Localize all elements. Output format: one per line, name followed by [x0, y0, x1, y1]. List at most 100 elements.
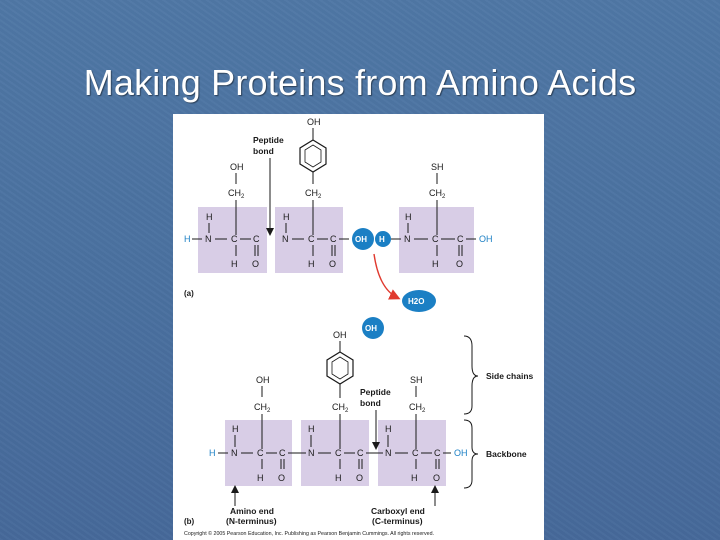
svg-text:N: N	[205, 234, 212, 244]
svg-text:N: N	[385, 448, 392, 458]
svg-text:H: H	[308, 424, 315, 434]
svg-text:C: C	[257, 448, 264, 458]
svg-text:Peptide: Peptide	[253, 135, 284, 145]
svg-text:C: C	[412, 448, 419, 458]
svg-text:C: C	[308, 234, 315, 244]
amino-end-label: Amino end (N-terminus)	[226, 506, 277, 526]
svg-text:H: H	[209, 448, 216, 458]
svg-text:H: H	[335, 473, 342, 483]
svg-text:N: N	[404, 234, 411, 244]
svg-text:H: H	[385, 424, 392, 434]
svg-text:OH: OH	[365, 324, 377, 333]
backbone-box-b3	[378, 420, 446, 486]
svg-text:H: H	[184, 234, 191, 244]
slide-title: Making Proteins from Amino Acids	[83, 62, 637, 103]
svg-text:SH: SH	[410, 375, 423, 385]
svg-text:H: H	[411, 473, 418, 483]
peptide-bond-label-b: Peptide bond	[360, 387, 391, 450]
svg-text:O: O	[433, 473, 440, 483]
svg-text:C: C	[231, 234, 238, 244]
svg-text:H: H	[379, 235, 385, 244]
svg-text:C: C	[330, 234, 337, 244]
condensation-arrow	[373, 253, 401, 300]
svg-text:bond: bond	[360, 398, 381, 408]
svg-text:H: H	[432, 259, 439, 269]
svg-text:CH: CH	[332, 402, 345, 412]
water-molecule	[402, 290, 436, 312]
svg-text:CH: CH	[305, 188, 318, 198]
oh-circle	[352, 228, 374, 250]
backbone-box-a2	[275, 207, 343, 273]
svg-text:H: H	[308, 259, 315, 269]
removed-groups: OH H	[352, 228, 391, 250]
svg-text:OH: OH	[230, 162, 244, 172]
svg-text:Side chains: Side chains	[486, 371, 534, 381]
svg-text:O: O	[278, 473, 285, 483]
svg-text:N: N	[231, 448, 238, 458]
svg-text:C: C	[279, 448, 286, 458]
part-b-label: (b)	[184, 517, 195, 526]
svg-text:H: H	[405, 212, 412, 222]
backbone-brace: Backbone	[463, 419, 527, 489]
svg-text:O: O	[456, 259, 463, 269]
backbone-box-a1	[198, 207, 267, 273]
svg-text:C: C	[457, 234, 464, 244]
oh-circle-b	[362, 317, 384, 339]
svg-text:SH: SH	[431, 162, 444, 172]
svg-text:2: 2	[442, 194, 446, 200]
svg-text:C: C	[253, 234, 260, 244]
svg-text:OH: OH	[256, 375, 270, 385]
svg-text:C: C	[432, 234, 439, 244]
svg-text:CH: CH	[254, 402, 267, 412]
peptide-bond-label-a: Peptide bond	[253, 135, 284, 236]
svg-text:Peptide: Peptide	[360, 387, 391, 397]
svg-text:OH: OH	[355, 235, 367, 244]
svg-text:H: H	[206, 212, 213, 222]
svg-text:C: C	[357, 448, 364, 458]
svg-text:OH: OH	[333, 330, 347, 340]
svg-text:H: H	[231, 259, 238, 269]
svg-text:CH: CH	[409, 402, 422, 412]
svg-text:OH: OH	[454, 448, 468, 458]
svg-text:2: 2	[422, 408, 426, 414]
copyright-notice: Copyright © 2005 Pearson Education, Inc.…	[184, 530, 434, 537]
backbone-box-b1	[225, 420, 292, 486]
side-chains-brace: Side chains	[463, 335, 534, 415]
svg-text:H: H	[283, 212, 290, 222]
svg-text:Carboxyl end: Carboxyl end	[371, 506, 425, 516]
svg-text:CH: CH	[429, 188, 442, 198]
svg-text:H: H	[257, 473, 264, 483]
svg-text:(C-terminus): (C-terminus)	[372, 516, 423, 526]
svg-text:CH: CH	[228, 188, 241, 198]
backbone-box-b2	[301, 420, 369, 486]
svg-text:bond: bond	[253, 146, 274, 156]
svg-text:OH: OH	[479, 234, 493, 244]
svg-text:(N-terminus): (N-terminus)	[226, 516, 277, 526]
carboxyl-end-label: Carboxyl end (C-terminus)	[371, 506, 425, 526]
part-a-label: (a)	[184, 289, 194, 298]
svg-text:N: N	[282, 234, 289, 244]
svg-text:O: O	[356, 473, 363, 483]
svg-text:2: 2	[267, 408, 271, 414]
svg-text:O: O	[329, 259, 336, 269]
svg-text:C: C	[434, 448, 441, 458]
svg-text:OH: OH	[307, 117, 321, 127]
svg-text:2: 2	[318, 194, 322, 200]
svg-text:C: C	[335, 448, 342, 458]
svg-text:2: 2	[241, 194, 245, 200]
svg-text:N: N	[308, 448, 315, 458]
h-circle	[375, 231, 391, 247]
water-label: H2O	[408, 297, 424, 306]
svg-text:H: H	[232, 424, 239, 434]
svg-text:2: 2	[345, 408, 349, 414]
